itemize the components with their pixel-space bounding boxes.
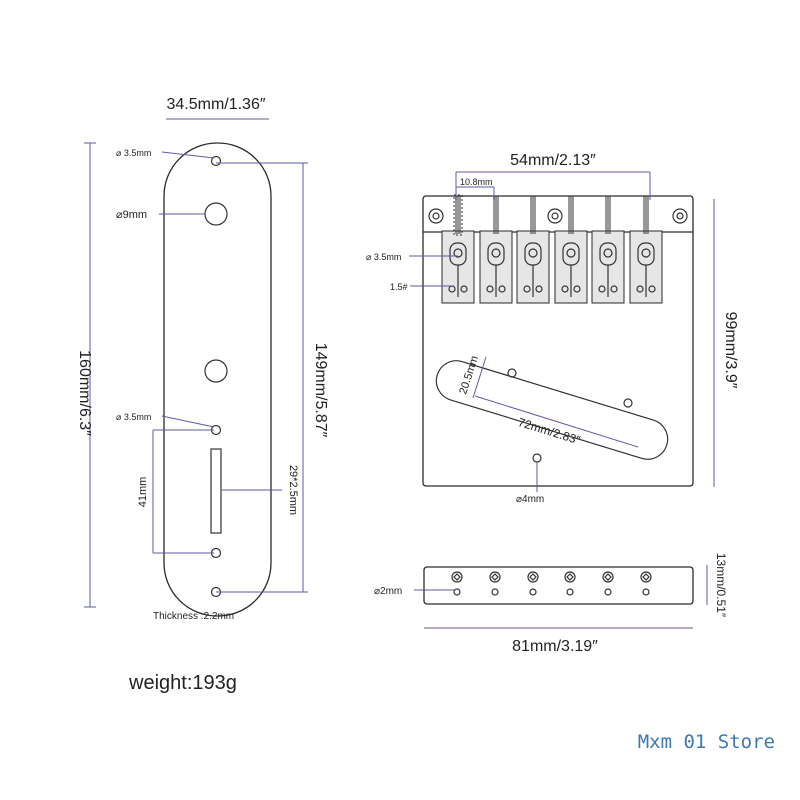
side-screw-row (451, 571, 652, 596)
side-hole-label: ⌀2mm (374, 586, 402, 597)
bridge-width-label: 81mm/3.19″ (512, 638, 598, 655)
string-span-label: 54mm/2.13″ (510, 152, 596, 169)
pot-hole-lower (204, 359, 228, 383)
saddle-1 (441, 194, 475, 304)
side-screw-3 (527, 571, 539, 596)
control-plate-dimensions: 34.5mm/1.36″ 160mm/6.3″ 149mm/5.87″ ⌀ 3.… (76, 96, 329, 694)
bridge-side-view (423, 566, 694, 605)
weight-label: weight:193g (128, 672, 237, 694)
saddle-4 (554, 196, 588, 304)
bridge-mount-hole-center (547, 208, 563, 224)
slot-size-label: 29*2.5mm (287, 465, 299, 515)
pickup-slot (435, 360, 669, 460)
saddle-size-label: 1.5# (390, 282, 408, 292)
side-screw-2 (489, 571, 501, 596)
saddle-row (441, 194, 663, 304)
bridge-height-label: 99mm/3.9″ (722, 312, 739, 389)
saddle-6 (629, 196, 663, 304)
saddle-screw-label: ⌀ 3.5mm (366, 252, 401, 262)
control-plate-outline (163, 142, 272, 617)
pot-hole-label: ⌀9mm (116, 209, 147, 221)
saddle-2 (479, 196, 513, 304)
top-screw-hole (210, 155, 222, 167)
pickup-screw-hole-lower (623, 398, 633, 408)
side-screw-5 (602, 571, 614, 596)
control-plate-height-label: 160mm/6.3″ (76, 350, 93, 436)
bridge-side-dimensions: ⌀2mm 13mm/0.51″ 81mm/3.19″ (374, 553, 728, 655)
side-screw-4 (564, 571, 576, 596)
hole-spacing-label: 149mm/5.87″ (312, 343, 329, 438)
thickness-label: Thickness :2.2mm (153, 611, 234, 622)
string-spacing-label: 10.8mm (460, 177, 493, 187)
bridge-mount-hole-right (672, 208, 688, 224)
pickup-screw-hole-upper (507, 368, 517, 378)
bridge-plate (422, 194, 694, 487)
control-plate (163, 142, 272, 617)
slot-spacing-label: 41mm (137, 477, 149, 508)
control-plate-width-label: 34.5mm/1.36″ (166, 96, 265, 113)
side-height-label: 13mm/0.51″ (714, 553, 728, 618)
saddle-3 (516, 196, 550, 304)
mount-hole-label: ⌀4mm (516, 494, 544, 505)
side-screw-1 (451, 571, 463, 596)
lower-screw-label: ⌀ 3.5mm (116, 412, 151, 422)
top-screw-label: ⌀ 3.5mm (116, 148, 151, 158)
bridge-side-outline (423, 566, 694, 605)
side-screw-6 (640, 571, 652, 596)
bridge-mount-hole-left (428, 208, 444, 224)
saddle-5 (591, 196, 625, 304)
switch-slot (210, 448, 222, 534)
store-watermark: Mxm 01 Store (638, 731, 775, 753)
